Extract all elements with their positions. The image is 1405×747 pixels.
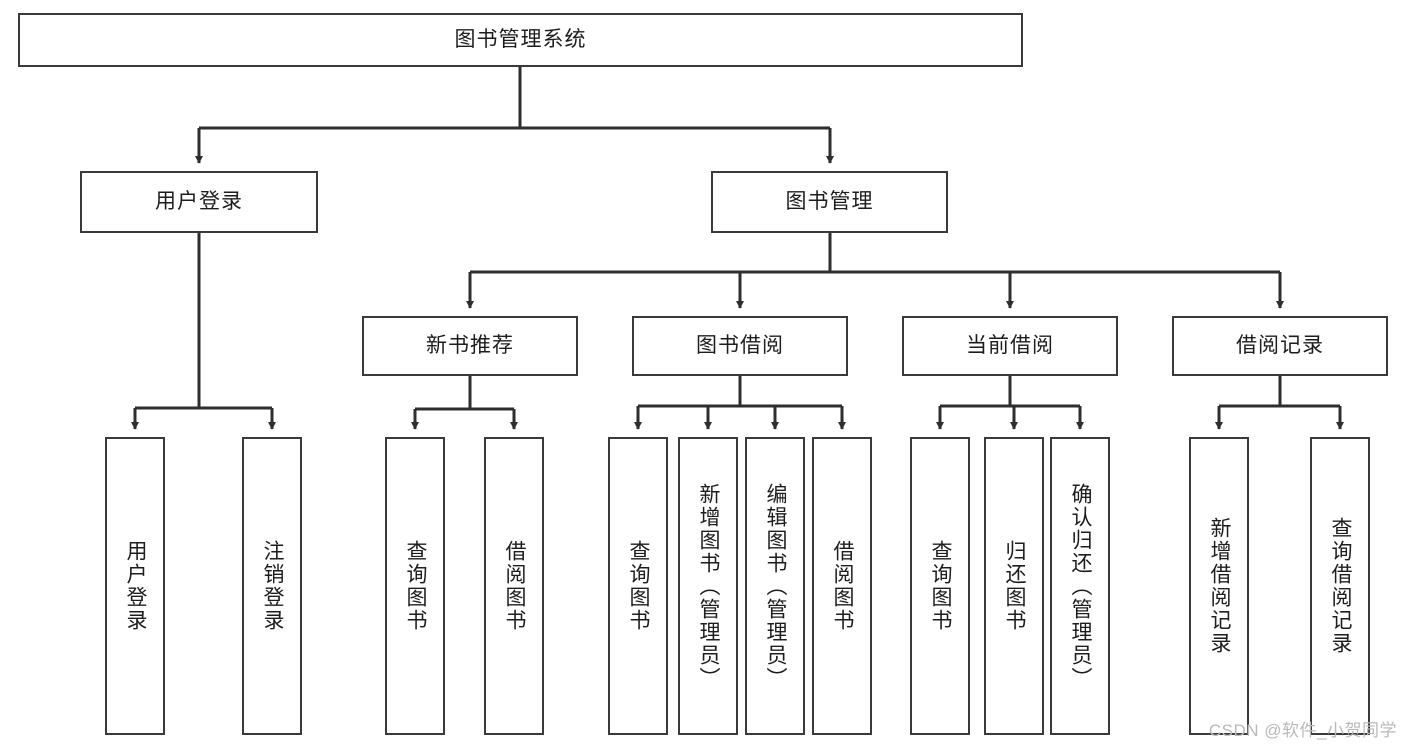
- node-user-login[interactable]: 用户登录: [80, 171, 318, 233]
- node-user-login-label: 用户登录: [155, 190, 243, 214]
- node-leaf-bb-query-label: 查询图书: [627, 540, 651, 632]
- node-leaf-cb-return[interactable]: 归还图书: [984, 437, 1044, 735]
- node-leaf-nb-query[interactable]: 查询图书: [385, 437, 445, 735]
- node-book-borrow[interactable]: 图书借阅: [632, 316, 848, 376]
- node-current-borrow[interactable]: 当前借阅: [902, 316, 1118, 376]
- node-leaf-br-add[interactable]: 新增借阅记录: [1189, 437, 1249, 735]
- node-leaf-cb-query[interactable]: 查询图书: [910, 437, 970, 735]
- node-leaf-cb-query-label: 查询图书: [929, 540, 953, 632]
- node-leaf-cb-confirm[interactable]: 确认归还（管理员）: [1050, 437, 1110, 735]
- node-leaf-bb-add-label: 新增图书（管理员）: [697, 482, 721, 690]
- node-leaf-nb-borrow-label: 借阅图书: [503, 540, 527, 632]
- node-leaf-br-add-label: 新增借阅记录: [1208, 517, 1232, 655]
- node-book-manage[interactable]: 图书管理: [711, 171, 948, 233]
- node-borrow-record[interactable]: 借阅记录: [1172, 316, 1388, 376]
- node-leaf-bb-edit-label: 编辑图书（管理员）: [764, 482, 788, 690]
- node-new-book-recommend-label: 新书推荐: [426, 334, 514, 358]
- node-leaf-bb-borrow[interactable]: 借阅图书: [812, 437, 872, 735]
- node-leaf-cb-return-label: 归还图书: [1003, 540, 1027, 632]
- node-leaf-bb-borrow-label: 借阅图书: [831, 540, 855, 632]
- node-leaf-br-query[interactable]: 查询借阅记录: [1310, 437, 1370, 735]
- node-root-label: 图书管理系统: [454, 28, 587, 52]
- node-leaf-bb-query[interactable]: 查询图书: [608, 437, 668, 735]
- node-borrow-record-label: 借阅记录: [1236, 334, 1324, 358]
- node-leaf-nb-query-label: 查询图书: [404, 540, 428, 632]
- node-book-manage-label: 图书管理: [785, 190, 874, 214]
- node-leaf-bb-edit[interactable]: 编辑图书（管理员）: [745, 437, 805, 735]
- node-leaf-user-login-label: 用户登录: [124, 540, 148, 632]
- node-leaf-br-query-label: 查询借阅记录: [1329, 517, 1353, 655]
- node-current-borrow-label: 当前借阅: [966, 334, 1054, 358]
- node-leaf-cb-confirm-label: 确认归还（管理员）: [1069, 482, 1093, 690]
- node-leaf-nb-borrow[interactable]: 借阅图书: [484, 437, 544, 735]
- node-leaf-bb-add[interactable]: 新增图书（管理员）: [678, 437, 738, 735]
- node-leaf-user-logout[interactable]: 注销登录: [242, 437, 302, 735]
- node-root[interactable]: 图书管理系统: [18, 13, 1023, 67]
- node-new-book-recommend[interactable]: 新书推荐: [362, 316, 578, 376]
- node-book-borrow-label: 图书借阅: [696, 334, 784, 358]
- node-leaf-user-login[interactable]: 用户登录: [105, 437, 165, 735]
- node-leaf-user-logout-label: 注销登录: [261, 540, 285, 632]
